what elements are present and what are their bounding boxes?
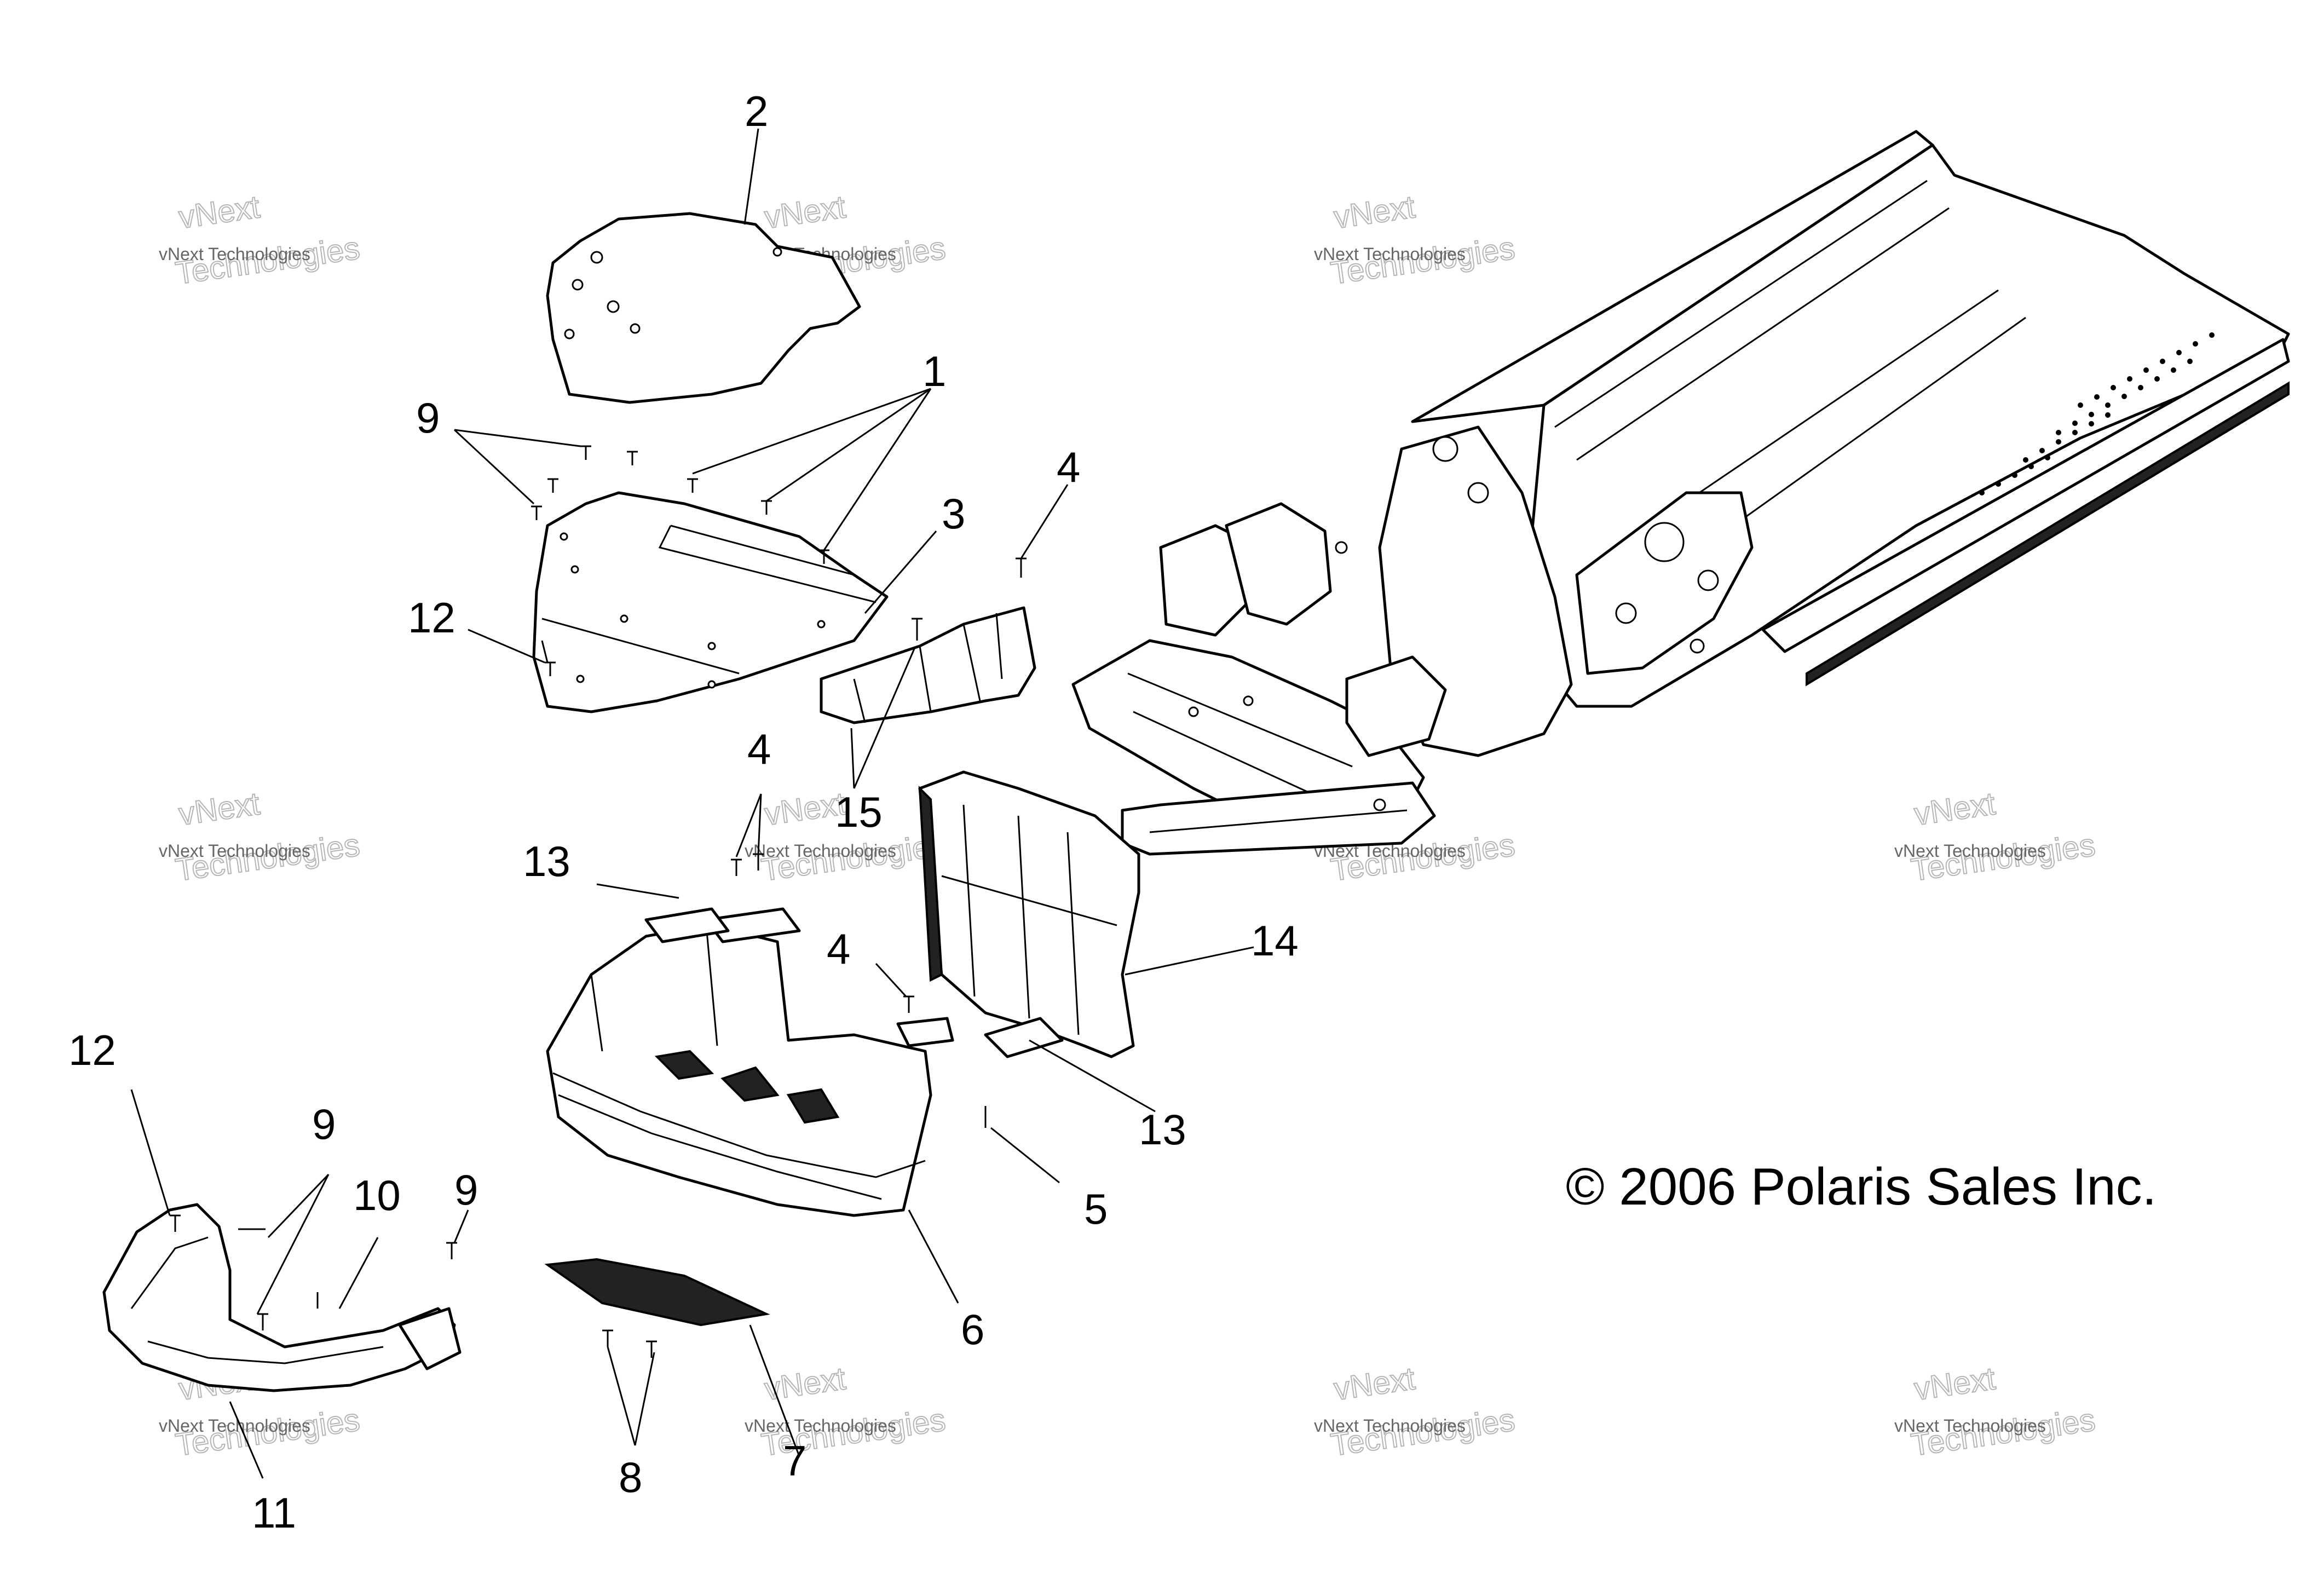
screw-icon [580,445,591,460]
callout-5: 5 [1084,1185,1108,1233]
screw-icon [761,500,772,515]
callout-7: 7 [783,1437,806,1485]
svg-text:vNext: vNext [177,189,262,235]
callout-12: 12 [68,1026,116,1074]
part-13-decal-lower [984,1017,1064,1058]
screws-lower [170,557,1027,1358]
callout-12: 12 [408,594,456,642]
screw-icon [912,618,923,641]
watermark: vNext Technologies vNext Technologies [745,1360,948,1464]
chassis-frame [1071,130,2290,856]
part-1-skid-plate [532,491,889,713]
svg-text:vNext Technologies: vNext Technologies [159,1416,310,1436]
svg-text:vNext: vNext [763,1361,848,1407]
part-15-air-duct [820,606,1036,724]
leader-lines [130,128,1254,1479]
copyright-notice: © 2006 Polaris Sales Inc. [1566,1157,2157,1216]
watermark: vNext Technologies vNext Technologies [1314,1360,1518,1464]
screw-icon [446,1242,457,1259]
callout-4: 4 [747,725,771,773]
callout-9: 9 [454,1166,478,1214]
watermark: vNext Technologies vNext Technologies [159,785,362,889]
svg-text:vNext Technologies: vNext Technologies [745,841,896,861]
watermark: vNext Technologies vNext Technologies [1894,1360,2098,1464]
screw-icon [903,995,914,1013]
screw-icon [731,859,742,876]
screw-icon [627,451,638,465]
part-14-bulkhead-panel [918,770,1140,1058]
svg-text:vNext Technologies: vNext Technologies [159,244,310,264]
callout-11: 11 [252,1489,296,1537]
watermark: vNext Technologies vNext Technologies [1894,785,2098,889]
tunnel-perforation [1979,332,2215,495]
svg-text:vNext: vNext [1332,189,1417,235]
svg-text:vNext Technologies: vNext Technologies [1894,1416,2046,1436]
screws-upper [531,445,829,676]
svg-text:vNext: vNext [763,189,848,235]
part-13-decal-upper [644,907,730,943]
screw-icon [1016,557,1027,578]
svg-text:vNext Technologies: vNext Technologies [1314,244,1466,264]
callout-10: 10 [353,1171,401,1219]
watermark: vNext Technologies vNext Technologies [1314,188,1518,292]
callout-13: 13 [1139,1105,1186,1154]
screw-icon [646,1340,657,1358]
callout-9: 9 [312,1100,336,1148]
watermark: vNext Technologies vNext Technologies [159,188,362,292]
screw-icon [547,478,558,493]
callout-labels: 2 1 9 3 4 12 4 15 13 14 4 13 5 12 9 10 9… [68,87,1299,1537]
part-11-front-bumper [102,1203,462,1392]
callout-13: 13 [523,837,570,885]
part-7-skid-plate [544,1258,770,1327]
screw-icon [531,505,542,520]
part-2-shield-plate [546,212,861,404]
callout-2: 2 [745,87,768,135]
screw-icon [687,478,698,493]
callout-6: 6 [961,1305,984,1353]
svg-text:vNext Technologies: vNext Technologies [159,841,310,861]
svg-text:vNext: vNext [177,786,262,832]
screw-icon [602,1329,613,1347]
svg-text:vNext: vNext [1912,1361,1998,1407]
callout-4: 4 [1057,443,1080,491]
callout-15: 15 [835,788,883,836]
svg-text:vNext Technologies: vNext Technologies [1894,841,2046,861]
callout-3: 3 [942,489,965,538]
svg-text:vNext: vNext [1912,786,1998,832]
callout-4: 4 [827,925,850,973]
callout-1: 1 [923,347,946,395]
screw-icon [545,661,556,676]
callout-9: 9 [416,394,440,442]
screw-icon [170,1214,181,1232]
part-6-nose-pan [546,907,954,1217]
callout-8: 8 [619,1453,642,1501]
svg-text:vNext Technologies: vNext Technologies [1314,1416,1466,1436]
svg-text:vNext: vNext [1332,1361,1417,1407]
callout-14: 14 [1251,917,1299,965]
svg-text:vNext Technologies: vNext Technologies [745,1416,896,1436]
screw-icon [257,1313,268,1330]
